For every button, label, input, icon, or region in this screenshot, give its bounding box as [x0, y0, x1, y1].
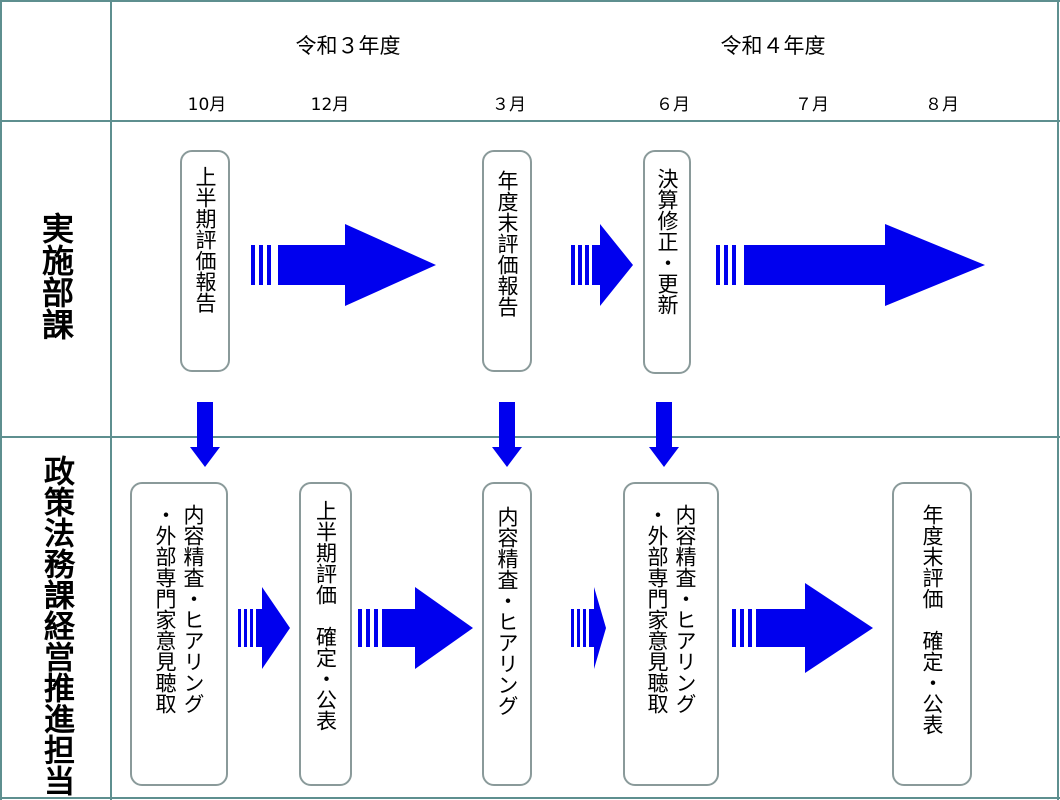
label-column-divider [110, 0, 112, 800]
top-border [0, 0, 1060, 2]
box-text: 決算修正・更新 [655, 168, 679, 315]
month-dec: 12月 [310, 95, 350, 115]
box-review-hearing: 内容精査・ヒアリング [482, 482, 532, 786]
arrow-right-6 [571, 587, 606, 669]
header-divider [0, 120, 1060, 122]
box-text: 年度末評価報告 [495, 170, 519, 317]
box-review-hearing-expert: 内容精査・ヒアリング ・外部専門家意見聴取 [130, 482, 228, 786]
box-text: 内容精査・ヒアリング ・外部専門家意見聴取 [645, 504, 697, 714]
box-text: 年度末評価 確定・公表 [920, 504, 944, 735]
month-oct: 10月 [187, 95, 227, 115]
box-first-half-report: 上半期評価報告 [180, 150, 230, 372]
box-text: 内容精査・ヒアリング [495, 506, 519, 716]
arrow-right-3 [716, 224, 985, 306]
box-first-half-publish: 上半期評価 確定・公表 [299, 482, 352, 786]
arrow-right-1 [251, 224, 436, 306]
fiscal-year-r3: 令和３年度 [295, 34, 401, 58]
row-label-policy: 政策法務課経営推進担当 [38, 455, 74, 796]
box-review-hearing-expert-2: 内容精査・ヒアリング ・外部専門家意見聴取 [623, 482, 719, 786]
month-jul: ７月 [795, 95, 829, 115]
arrow-right-7 [732, 583, 873, 673]
month-aug: ８月 [925, 95, 959, 115]
box-text: 上半期評価報告 [193, 166, 217, 313]
box-year-end-publish: 年度末評価 確定・公表 [892, 482, 972, 786]
left-border [0, 0, 2, 800]
bottom-border [0, 797, 1060, 799]
arrow-right-2 [571, 224, 633, 306]
box-text: 上半期評価 確定・公表 [313, 500, 338, 731]
right-border [1057, 0, 1059, 800]
row-label-implementation: 実施部課 [37, 212, 75, 340]
box-text: 内容精査・ヒアリング ・外部専門家意見聴取 [153, 504, 205, 714]
month-mar: ３月 [492, 95, 526, 115]
box-year-end-report: 年度末評価報告 [482, 150, 532, 372]
arrow-down-3 [649, 402, 679, 467]
arrow-down-2 [492, 402, 522, 467]
arrow-right-5 [358, 587, 473, 669]
fiscal-year-r4: 令和４年度 [720, 34, 826, 58]
arrow-down-1 [190, 402, 220, 467]
month-jun: ６月 [656, 95, 690, 115]
arrow-right-4 [238, 587, 290, 669]
row-divider [0, 436, 1060, 438]
box-settlement-update: 決算修正・更新 [643, 150, 691, 374]
